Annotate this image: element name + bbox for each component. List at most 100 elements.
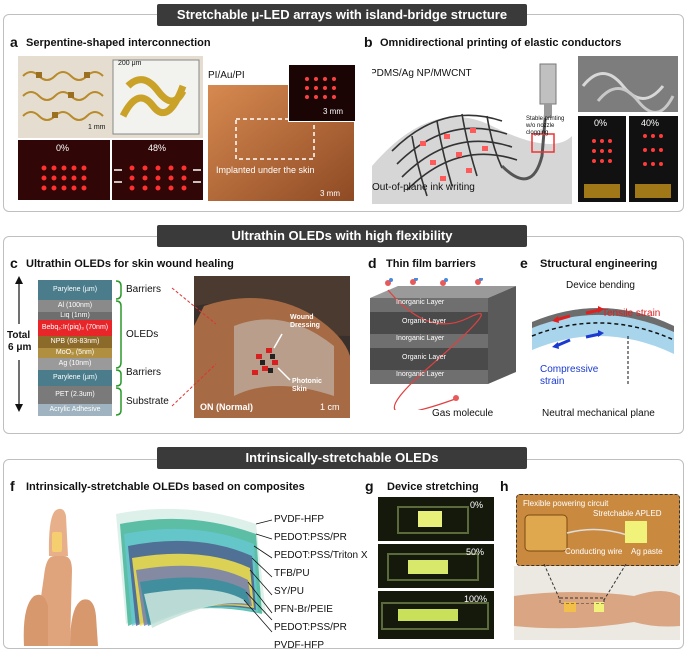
panel-b-letter: b [364, 34, 373, 50]
barrier-layer-3: Inorganic Layer [396, 335, 445, 342]
panel-c-letter: c [10, 255, 18, 271]
printed-led-40-graphic [635, 134, 671, 198]
device-bending-label: Device bending [566, 280, 635, 291]
layer-al: Al (100nm) [38, 300, 112, 312]
f-layer-7: PEDOT:PSS/PR [274, 622, 347, 633]
thickness-arrow [15, 276, 23, 412]
panel-a-letter: a [10, 34, 18, 50]
printed-loop-micrograph [578, 56, 678, 112]
panel-d-letter: d [368, 255, 377, 271]
layer-parylene-top: Parylene (µm) [38, 280, 112, 300]
stable-printing-label: Stable printing w/o nozzle clogging [526, 116, 565, 136]
led-array-0-strain: 0% [18, 140, 110, 200]
layer-adhesive: Acrylic Adhesive [38, 404, 112, 416]
printing-schematic: PDMS/Ag NP/MWCNT Stable printing w/o noz… [372, 56, 572, 204]
wound-healing-photo: Wound Dressing Photonic Skin ON (Normal)… [194, 276, 350, 418]
wrist-photo [514, 566, 680, 640]
thickness-label: 6 μm [8, 342, 32, 353]
wrist-graphic [514, 566, 680, 640]
strain-48-label: 48% [148, 143, 167, 153]
finger-illustration [23, 508, 98, 646]
tensile-strain-label: Tensile strain [602, 308, 661, 319]
implanted-label: Implanted under the skin [216, 165, 315, 175]
panel-e-letter: e [520, 255, 528, 271]
group-substrate: Substrate [126, 396, 169, 407]
strain-0-label: 0% [56, 143, 70, 153]
f-layer-1: PVDF-HFP [274, 514, 324, 525]
stretch-photo-0: 0% [378, 497, 494, 541]
section-1-banner: Stretchable μ-LED arrays with island-bri… [157, 4, 527, 26]
oled-stack: Parylene (µm) Al (100nm) Liq (1nm) Bebq₂… [38, 280, 112, 416]
led-inset-image: 3 mm [288, 64, 356, 122]
layer-emitter: Bebq₂:Ir(piq)₃ (70nm) [38, 320, 112, 336]
on-normal-label: ON (Normal) [200, 402, 254, 412]
conducting-wire-label: Conducting wire [565, 547, 623, 556]
printed-led-0-graphic [584, 139, 620, 198]
f-layer-4: TFB/PU [274, 568, 310, 579]
stretch-0-graphic [397, 506, 469, 534]
ag-paste-label: Ag paste [631, 547, 663, 556]
gas-molecule-label: Gas molecule [432, 408, 494, 419]
group-oleds: OLEDs [126, 329, 159, 340]
panel-g-letter: g [365, 478, 374, 494]
material-label: PDMS/Ag NP/MWCNT [372, 68, 472, 79]
barrier-layer-4: Organic Layer [402, 354, 446, 361]
panel-f-letter: f [10, 478, 15, 494]
f-layer-3: PEDOT:PSS/Triton X [274, 550, 368, 561]
f-layer-6: PFN-Br/PEIE [274, 604, 333, 615]
scale-1mm: 1 mm [88, 124, 106, 131]
panel-h-letter: h [500, 478, 509, 494]
stretchable-oled-layers [116, 508, 273, 633]
panel-b-title: Omnidirectional printing of elastic cond… [380, 37, 622, 49]
barrier-layers-graphic [370, 278, 516, 410]
stretch-photo-100: 100% [378, 591, 494, 639]
printed-led-40-strain: 40% [629, 116, 678, 202]
layer-parylene-bottom: Parylene (µm) [38, 370, 112, 386]
stretch-0-label: 0% [470, 500, 484, 510]
led-array-48-graphic [112, 140, 203, 200]
layer-liq: Liq (1nm) [38, 312, 112, 320]
printed-led-0-strain: 0% [578, 116, 626, 202]
stretch-photo-50: 50% [378, 544, 494, 588]
layer-ag: Ag (10nm) [38, 358, 112, 370]
layer-moo3: MoO₃ (5nm) [38, 348, 112, 358]
section-2-banner: Ultrathin OLEDs with high flexibility [157, 225, 527, 247]
serpentine-micrograph: 200 μm 1 mm [18, 56, 203, 138]
scale-200um: 200 μm [118, 60, 142, 67]
panel-c-title: Ultrathin OLEDs for skin wound healing [26, 258, 234, 270]
stretch-50-graphic [387, 553, 479, 581]
photonic-skin-label: Photonic Skin [292, 378, 322, 393]
layer-group-brackets [115, 280, 122, 416]
f-layer-2: PEDOT:PSS/PR [274, 532, 347, 543]
scale-3mm-bottom: 3 mm [320, 189, 340, 198]
barrier-layer-2: Organic Layer [402, 318, 446, 325]
bending-diagram [531, 306, 675, 386]
serpentine-pattern-graphic [18, 56, 203, 138]
out-of-plane-label: Out-of-plane ink writing [372, 182, 475, 193]
neutral-plane-label: Neutral mechanical plane [542, 408, 655, 419]
barrier-layer-5: Inorganic Layer [396, 371, 445, 378]
arm-photo-graphic [194, 276, 350, 418]
layer-pet: PET (2.3um) [38, 386, 112, 404]
barrier-stack-graphic: Inorganic Layer Organic Layer Inorganic … [368, 278, 518, 410]
callout-lines [171, 287, 217, 407]
led-array-0-graphic [18, 140, 110, 200]
barrier-layer-1: Inorganic Layer [396, 299, 445, 306]
f-layer-8: PVDF-HFP [274, 640, 324, 651]
scale-1cm: 1 cm [320, 402, 340, 412]
stretchable-apled-label: Stretchable APLED [593, 509, 662, 518]
implanted-skin-image: Implanted under the skin 3 mm [208, 85, 354, 201]
panel-f-title: Intrinsically-stretchable OLEDs based on… [26, 481, 305, 493]
stretch-50-label: 50% [466, 547, 485, 557]
strain-40-label: 40% [641, 118, 660, 128]
panel-d-title: Thin film barriers [386, 258, 476, 270]
section-3-banner: Intrinsically-stretchable OLEDs [157, 447, 527, 469]
stretch-100-graphic [381, 602, 489, 630]
f-layer-5: SY/PU [274, 586, 305, 597]
stretch-100-label: 100% [464, 594, 488, 604]
wound-dressing-label: Wound Dressing [290, 314, 320, 329]
total-label: Total [7, 330, 31, 341]
pi-au-pi-label: PI/Au/PI [208, 70, 245, 81]
printing-mesh-graphic [372, 63, 572, 204]
strain-0-b-label: 0% [594, 118, 608, 128]
